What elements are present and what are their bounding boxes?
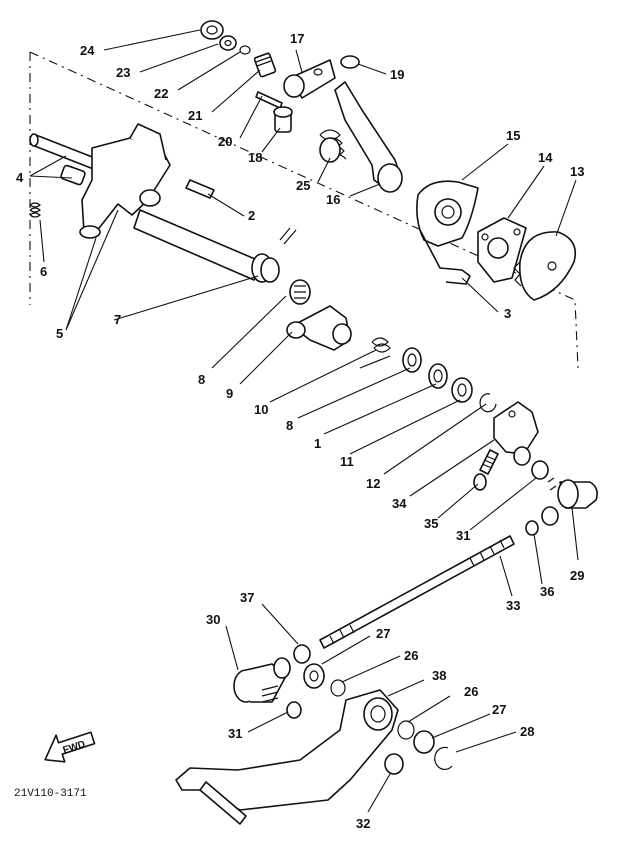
rod-end-29 <box>547 477 598 509</box>
callout-25: 25 <box>296 178 310 193</box>
plate-14 <box>477 217 527 283</box>
washer-31a <box>531 460 549 480</box>
callout-26a: 26 <box>404 648 418 663</box>
oring-26b <box>397 720 415 740</box>
fwd-arrow-icon: FWD <box>44 731 96 763</box>
callout-13: 13 <box>570 164 584 179</box>
pin-4 <box>60 164 86 186</box>
callout-31a: 31 <box>456 528 470 543</box>
callout-26b: 26 <box>464 684 478 699</box>
washer-27a <box>303 663 325 689</box>
callout-27b: 27 <box>492 702 506 717</box>
shift-arm-16 <box>334 81 403 193</box>
callout-32: 32 <box>356 816 370 831</box>
spring-10 <box>359 337 391 369</box>
callout-14: 14 <box>538 150 553 165</box>
washer-nut <box>525 520 539 536</box>
callout-8a: 8 <box>198 372 205 387</box>
callout-4: 4 <box>16 170 24 185</box>
callout-16: 16 <box>326 192 340 207</box>
callout-17: 17 <box>290 31 304 46</box>
nut-24 <box>200 20 224 40</box>
callout-6: 6 <box>40 264 47 279</box>
circlip-12 <box>479 393 497 413</box>
nut-32 <box>384 753 404 775</box>
rod-33 <box>319 535 515 649</box>
callout-labels: 24 23 22 21 20 18 17 19 25 16 15 14 13 4… <box>16 31 584 831</box>
spring-25 <box>319 129 347 163</box>
callout-12: 12 <box>366 476 380 491</box>
shift-shaft-7 <box>29 133 263 281</box>
callout-24: 24 <box>80 43 95 58</box>
callout-9: 9 <box>226 386 233 401</box>
washer-8b <box>402 347 422 373</box>
splined-end <box>289 279 311 305</box>
washer-23 <box>219 35 237 51</box>
washer-1 <box>428 363 448 389</box>
callout-3: 3 <box>504 306 511 321</box>
shift-fork-5 <box>79 123 171 239</box>
callout-31b: 31 <box>228 726 242 741</box>
spring-washer-22 <box>239 45 251 55</box>
callout-11: 11 <box>340 454 354 469</box>
segment-13 <box>513 231 577 301</box>
seal-8 <box>251 227 297 283</box>
callout-8b: 8 <box>286 418 293 433</box>
callout-18: 18 <box>248 150 262 165</box>
spring-6 <box>29 202 41 218</box>
washer-11 <box>451 377 473 403</box>
pin-2 <box>185 179 215 199</box>
bolt-35 <box>473 449 499 491</box>
nut-36 <box>541 506 559 526</box>
callout-34: 34 <box>392 496 407 511</box>
callout-28: 28 <box>520 724 534 739</box>
callout-38: 38 <box>432 668 446 683</box>
callout-22: 22 <box>154 86 168 101</box>
callout-5: 5 <box>56 326 63 341</box>
callout-2: 2 <box>248 208 255 223</box>
rod-end-30 <box>233 657 291 703</box>
clip-19 <box>340 55 360 69</box>
callout-15: 15 <box>506 128 520 143</box>
callout-20: 20 <box>218 134 232 149</box>
callout-30: 30 <box>206 612 220 627</box>
lever-9 <box>286 305 352 351</box>
callout-35: 35 <box>424 516 438 531</box>
bracket-34 <box>493 401 539 466</box>
cam-plate-15 <box>416 180 479 285</box>
washer-27b <box>413 730 435 754</box>
callout-7: 7 <box>114 312 121 327</box>
clip-28 <box>434 746 453 770</box>
callout-29: 29 <box>570 568 584 583</box>
callout-21: 21 <box>188 108 202 123</box>
washer-31b <box>286 701 302 719</box>
callout-37: 37 <box>240 590 254 605</box>
oring-26a <box>330 679 346 697</box>
nut-37 <box>293 644 311 664</box>
callout-19: 19 <box>390 67 404 82</box>
pivot-arm-17 <box>283 59 336 99</box>
callout-33: 33 <box>506 598 520 613</box>
callout-1: 1 <box>314 436 321 451</box>
diagram-code: 21V110-3171 <box>14 788 87 800</box>
leader-lines <box>29 29 579 813</box>
callout-23: 23 <box>116 65 130 80</box>
pin-18 <box>273 106 293 133</box>
shift-pedal <box>175 689 399 825</box>
callout-10: 10 <box>254 402 268 417</box>
assembly-boundary <box>29 51 579 369</box>
bolt-21 <box>253 52 277 78</box>
callout-27a: 27 <box>376 626 390 641</box>
callout-36: 36 <box>540 584 554 599</box>
